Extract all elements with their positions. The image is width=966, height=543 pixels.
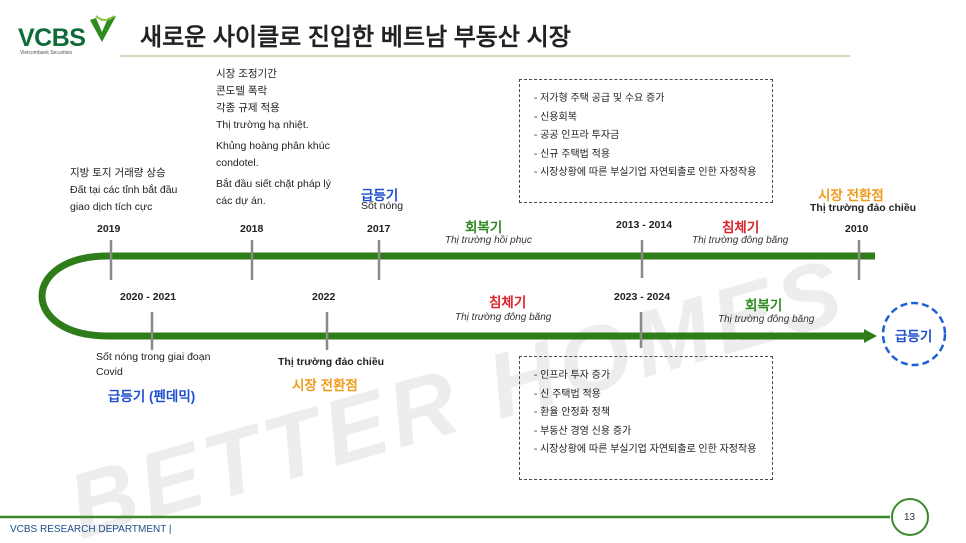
sub-2017: Sốt nóng xyxy=(361,200,404,212)
note-2018-8: các dự án. xyxy=(216,195,266,207)
note-2018-1: 시장 조정기간 xyxy=(216,68,277,80)
phase-top-stagnant: 침체기 xyxy=(722,220,760,235)
year-2019: 2019 xyxy=(97,223,121,235)
phase-2022: 시장 전환점 xyxy=(292,378,358,393)
notes-2018: 시장 조정기간 콘도텔 폭락 각종 규제 적용 Thị trường hạ nh… xyxy=(216,66,331,210)
page-number-circle xyxy=(891,498,929,536)
top-factors-box: - 저가형 주택 공급 및 수요 증가 - 신용회복 - 공공 인프라 투자금 … xyxy=(519,79,773,203)
note-2019-3: giao dịch tích cực xyxy=(70,201,153,213)
year-2017: 2017 xyxy=(367,223,391,235)
bottom-factor-5: - 시장상황에 따른 부실기업 자연퇴출로 인한 자정작용 xyxy=(534,444,757,456)
sub-top-recovery: Thị trường hồi phục xyxy=(445,235,532,246)
phase-2020: 급등기 (펜데믹) xyxy=(108,389,196,404)
note-2020-1: Sốt nóng trong giai đoạn xyxy=(96,351,211,363)
bottom-factor-2: - 신 주택법 적용 xyxy=(534,388,601,400)
phase-2017: 급등기 xyxy=(361,188,399,203)
top-factor-5: - 시장상황에 따른 부실기업 자연퇴출로 인한 자정작용 xyxy=(534,167,757,179)
page-number: 13 xyxy=(904,512,916,523)
top-factor-1: - 저가형 주택 공급 및 수요 증가 xyxy=(534,93,665,104)
page-title: 새로운 사이클로 진입한 베트남 부동산 시장 xyxy=(140,24,571,51)
notes-2020: Sốt nóng trong giai đoạn Covid xyxy=(96,350,210,380)
note-2018-6: condotel. xyxy=(216,157,259,169)
bottom-factor-3: - 환율 안정화 정책 xyxy=(534,407,611,419)
year-2013: 2013 - 2014 xyxy=(616,219,673,231)
note-2020-2: Covid xyxy=(96,366,123,378)
sub-bottom-stagnant: Thị trường đông băng xyxy=(455,312,552,323)
year-2010: 2010 xyxy=(845,223,869,235)
note-2019-1: 지방 토지 거래량 상승 xyxy=(70,167,166,179)
note-2018-7: Bắt đầu siết chặt pháp lý xyxy=(216,178,331,190)
note-2018-4: Thị trường hạ nhiệt. xyxy=(216,119,309,131)
sub-2010: Thị trường đảo chiều xyxy=(810,202,917,214)
year-2018: 2018 xyxy=(240,223,264,235)
note-2018-2: 콘도텔 폭락 xyxy=(216,85,268,97)
top-factor-2: - 신용회복 xyxy=(534,111,577,123)
note-2019-2: Đất tại các tỉnh bắt đầu xyxy=(70,184,178,196)
bottom-factor-4: - 부동산 경영 신용 증가 xyxy=(534,425,632,437)
year-2022: 2022 xyxy=(312,291,336,303)
sub-top-stagnant: Thị trường đông băng xyxy=(692,235,789,246)
bottom-factors-box: - 인프라 투자 증가 - 신 주택법 적용 - 환율 안정화 정책 - 부동산… xyxy=(519,356,773,480)
note-2018-5: Khủng hoàng phân khúc xyxy=(216,140,330,152)
top-factor-4: - 신규 주택법 적용 xyxy=(534,148,611,160)
notes-2019: 지방 토지 거래량 상승 Đất tại các tỉnh bắt đầu gi… xyxy=(70,165,177,216)
top-factor-3: - 공공 인프라 투자금 xyxy=(534,130,620,142)
year-2020: 2020 - 2021 xyxy=(120,291,177,303)
logo-subtitle: Vietcombank Securities xyxy=(20,50,73,56)
end-circle xyxy=(881,301,947,367)
phase-bottom-recovery: 회복기 xyxy=(745,298,783,313)
logo-name: VCBS xyxy=(18,24,86,52)
sub-2022: Thị trường đảo chiều xyxy=(278,356,385,368)
footer-department: VCBS RESEARCH DEPARTMENT | xyxy=(10,524,172,535)
end-label: 급등기 xyxy=(895,329,933,344)
bottom-factor-1: - 인프라 투자 증가 xyxy=(534,370,611,381)
year-2023: 2023 - 2024 xyxy=(614,291,671,303)
sub-bottom-recovery: Thị trường đông băng xyxy=(718,314,815,325)
note-2018-3: 각종 규제 적용 xyxy=(216,102,280,114)
phase-2010: 시장 전환점 xyxy=(818,188,884,203)
phase-top-recovery: 회복기 xyxy=(465,220,503,235)
phase-bottom-stagnant: 침체기 xyxy=(489,295,527,310)
vcbs-logo: VCBS Vietcombank Securities xyxy=(14,14,124,56)
logo-mark-icon xyxy=(90,15,116,42)
